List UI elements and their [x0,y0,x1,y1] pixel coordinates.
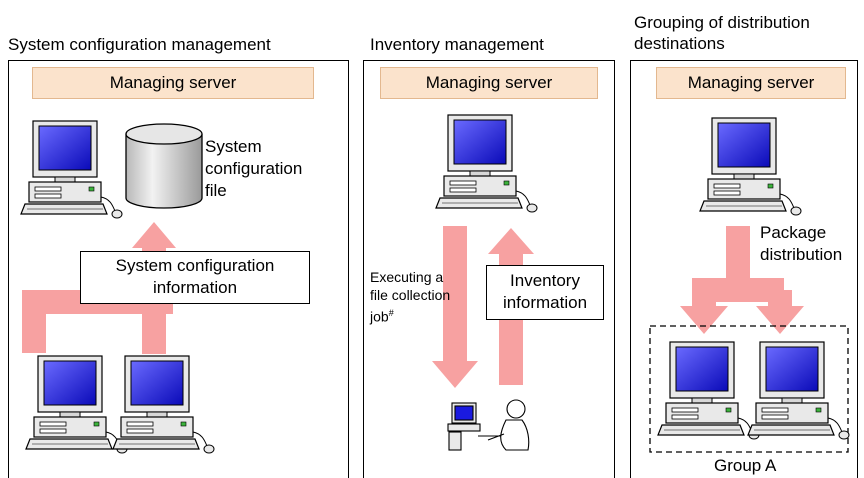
inventory-info-line1: Inventory [510,271,580,290]
execute-job-line1: Executing a [370,269,444,285]
group-a-pc-1 [657,341,760,440]
managing-server-label-1: Managing server [32,67,314,99]
system-config-file-cylinder [125,123,203,209]
inventory-info-box: Inventory information [486,265,604,320]
file-label-line2: configuration [205,159,303,178]
client-pc-1 [25,355,128,454]
package-distribution-line1: Package [760,223,827,242]
package-distribution-label: Package distribution [760,222,842,266]
execute-job-label: Executing a file collection job# [370,268,450,326]
execute-job-word: job [370,308,389,325]
managing-server-pc-2 [435,114,538,213]
panel-inventory [363,60,615,478]
managing-server-pc-3 [699,117,802,216]
system-config-info-box: System configuration information [80,251,310,304]
execute-job-line3: job# [370,304,450,326]
file-label-line1: System [205,137,262,156]
execute-job-footnote-mark: # [388,308,394,318]
panel-title-grouping-line2: destinations [634,34,725,53]
arrow-package-distribution [680,226,804,334]
panel-system-config [8,60,349,478]
package-distribution-line2: distribution [760,245,843,264]
arrow-execute-job-down [432,226,478,388]
client-pc-2 [112,355,215,454]
file-label-line3: file [205,181,227,200]
group-a-label: Group A [714,456,777,475]
panel-title-system-config: System configuration management [8,35,271,54]
managing-server-label-3: Managing server [656,67,846,99]
managing-server-pc-1 [20,120,123,219]
managing-server-label-2: Managing server [380,67,598,99]
execute-job-line2: file collection [370,287,451,303]
group-a-outline [649,325,849,453]
inventory-info-line2: information [502,293,588,312]
panel-title-grouping: Grouping of distribution destinations [634,12,810,54]
client-user-workstation [447,399,530,451]
group-a-pc-2 [747,341,850,440]
panel-title-grouping-line1: Grouping of distribution [634,13,810,32]
system-config-info-line1: System configuration [115,256,275,275]
system-config-info-line2: information [152,278,238,297]
system-config-file-label: System configuration file [205,136,302,202]
panel-grouping [630,60,858,478]
panel-title-inventory: Inventory management [370,35,544,54]
